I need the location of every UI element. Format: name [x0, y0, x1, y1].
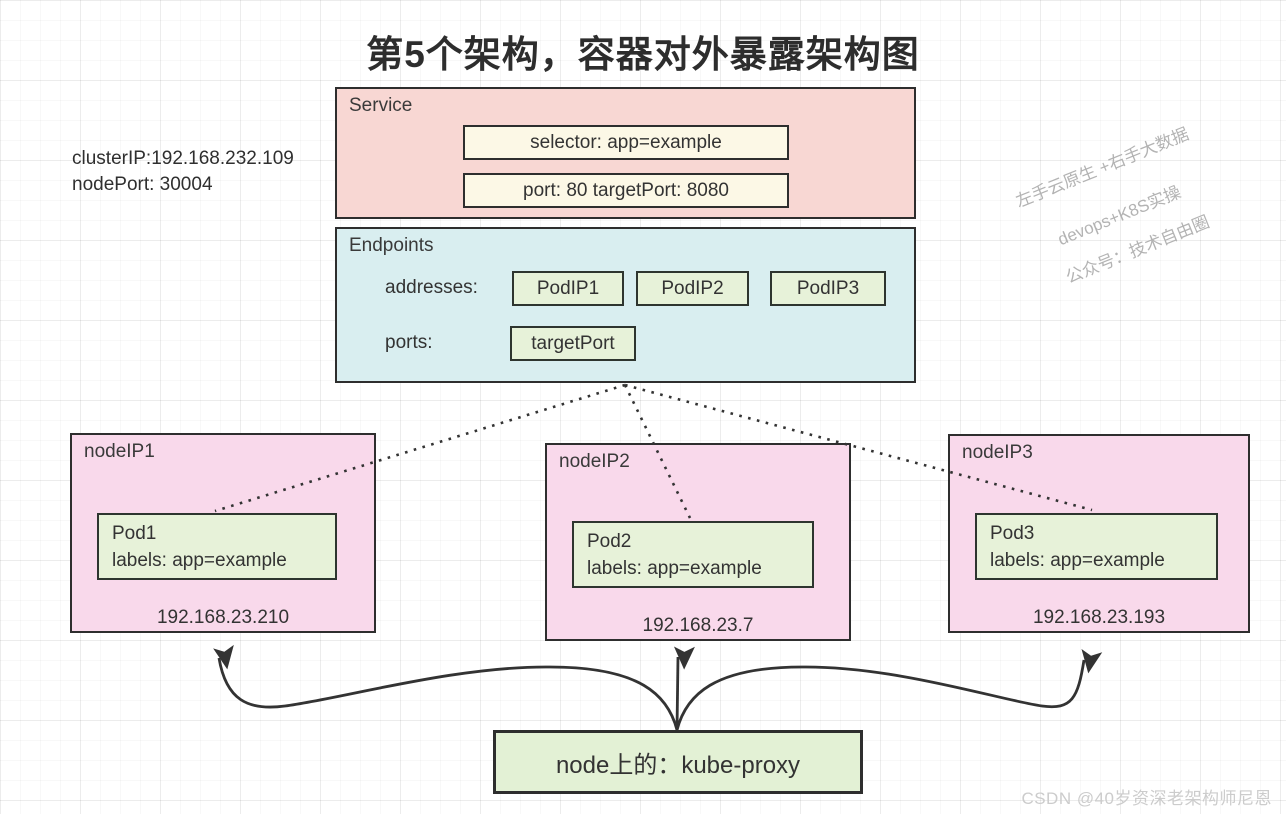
- node2-label: nodeIP2: [559, 451, 630, 472]
- pod2-labels: labels: app=example: [587, 558, 762, 579]
- page-title: 第5个架构，容器对外暴露架构图: [366, 34, 920, 75]
- service-box-label: Service: [349, 95, 413, 116]
- pod2-name: Pod2: [587, 531, 632, 552]
- pod3-name: Pod3: [990, 523, 1035, 544]
- node3-label: nodeIP3: [962, 442, 1033, 463]
- kube-proxy-box: node上的：kube-proxy: [493, 730, 863, 794]
- node1-label: nodeIP1: [84, 441, 155, 462]
- pod2-box: Pod2 labels: app=example: [572, 521, 814, 588]
- arrow-to-node3: [675, 648, 1103, 731]
- node2-ip: 192.168.23.7: [642, 615, 754, 636]
- pod3-box: Pod3 labels: app=example: [975, 513, 1218, 580]
- kube-proxy-arrows: [213, 644, 1103, 731]
- cluster-ip-text: clusterIP:192.168.232.109: [72, 148, 294, 169]
- node2-box: nodeIP2 Pod2 labels: app=example 192.168…: [545, 443, 851, 641]
- watermark-csdn: CSDN @40岁资深老架构师尼恩: [1021, 789, 1272, 808]
- targetport-box: targetPort: [510, 326, 636, 361]
- node-port-text: nodePort: 30004: [72, 174, 213, 195]
- service-box: Service selector: app=example port: 80 t…: [335, 87, 916, 219]
- service-ports-box: port: 80 targetPort: 8080: [463, 173, 789, 208]
- pod3-labels: labels: app=example: [990, 550, 1165, 571]
- node3-ip: 192.168.23.193: [1032, 607, 1166, 628]
- arrow-to-node1: [213, 644, 679, 731]
- podip1-box: PodIP1: [512, 271, 624, 306]
- cluster-info: clusterIP:192.168.232.109 nodePort: 3000…: [72, 146, 294, 198]
- node1-ip: 192.168.23.210: [156, 607, 290, 628]
- service-selector-box: selector: app=example: [463, 125, 789, 160]
- endpoints-box: Endpoints addresses: PodIP1 PodIP2 PodIP…: [335, 227, 916, 383]
- node1-box: nodeIP1 Pod1 labels: app=example 192.168…: [70, 433, 376, 633]
- node3-box: nodeIP3 Pod3 labels: app=example 192.168…: [948, 434, 1250, 633]
- pod1-box: Pod1 labels: app=example: [97, 513, 337, 580]
- endpoints-box-label: Endpoints: [349, 235, 434, 256]
- addresses-label: addresses:: [385, 277, 478, 298]
- pod1-labels: labels: app=example: [112, 550, 287, 571]
- arrow-to-node2: [673, 646, 695, 731]
- pod1-name: Pod1: [112, 523, 157, 544]
- podip2-box: PodIP2: [636, 271, 749, 306]
- ports-label: ports:: [385, 332, 433, 353]
- podip3-box: PodIP3: [770, 271, 886, 306]
